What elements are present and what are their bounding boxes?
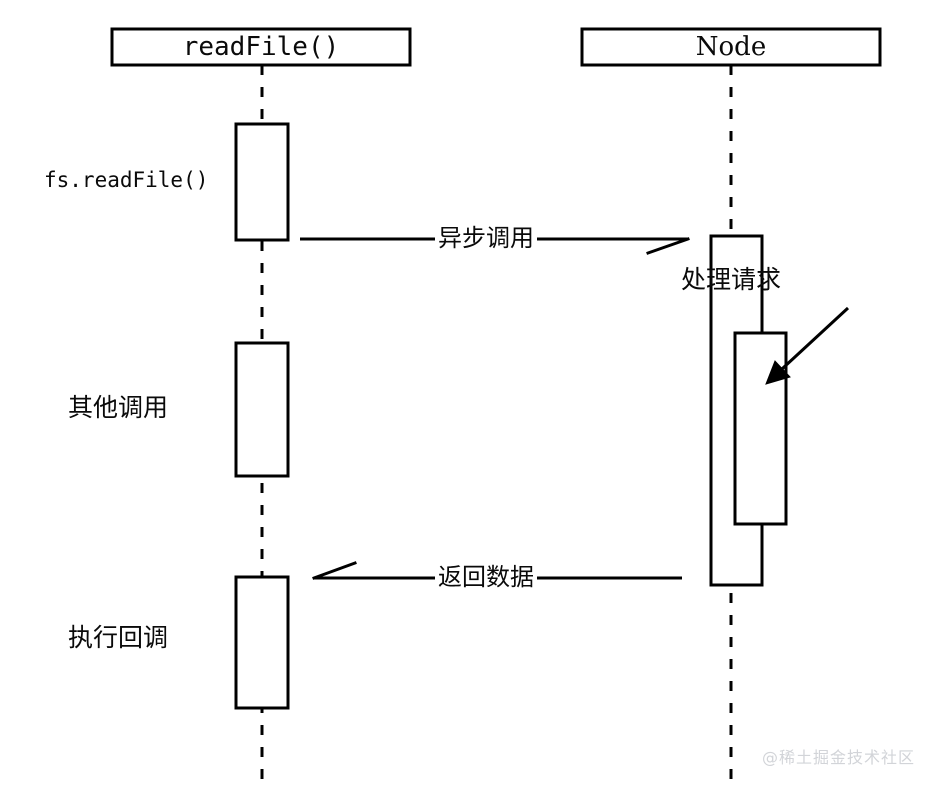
watermark-text: @稀土掘金技术社区 [762,748,916,767]
message-arrowhead-async-call [646,237,690,255]
activation-bar-readfile-3[interactable] [234,575,290,710]
annotation-pointer-arrow [768,306,850,382]
side-label-other-calls: 其他调用 [68,393,169,422]
message-arrowhead-return-data [312,561,357,580]
activation-bar-readfile-1[interactable] [234,122,290,242]
annotation-pointer-arrowhead-icon [765,360,791,385]
side-label-handle-request: 处理请求 [681,265,782,294]
participant-label-node: Node [695,32,767,62]
participant-box-readfile[interactable] [110,27,412,67]
participant-box-node[interactable] [580,27,882,67]
activation-bar-readfile-2[interactable] [234,341,290,478]
activation-bar-node-inner[interactable] [733,331,788,526]
side-label-fs-readfile: fs.readFile() [44,168,209,192]
message-label-return-data: 返回数据 [435,565,537,589]
message-label-async-call: 异步调用 [435,226,537,250]
side-label-exec-callback: 执行回调 [68,623,169,652]
participant-label-readfile: readFile() [182,32,340,62]
